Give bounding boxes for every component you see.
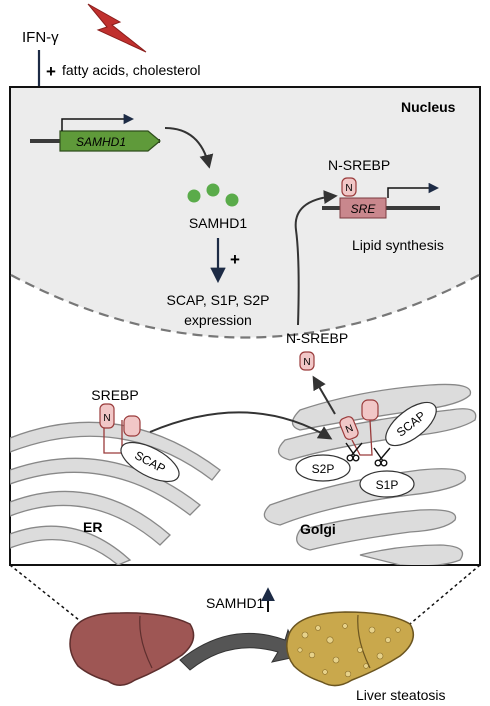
progression-arrow xyxy=(179,628,301,671)
transcription-start-arrow-1 xyxy=(61,113,135,131)
srebp-tether-golgi xyxy=(351,419,373,456)
golgi-label: Golgi xyxy=(300,521,336,537)
samhd1-protein-label: SAMHD1 xyxy=(189,215,248,231)
samhd1-protein-dot xyxy=(225,193,239,207)
scap-er xyxy=(120,441,180,483)
scissors-icon xyxy=(345,442,363,462)
ifn-gamma-label: IFN-γ xyxy=(22,29,59,46)
plus-sign-mid: + xyxy=(230,250,240,269)
samhd1-protein-dot xyxy=(206,183,220,197)
srebp-c-terminal-er xyxy=(123,415,141,437)
sre-label: SRE xyxy=(351,202,377,216)
srebp-label: SREBP xyxy=(91,387,138,403)
er-label: ER xyxy=(83,519,102,535)
n-srebp-golgi xyxy=(339,416,359,440)
release-arrow xyxy=(312,375,336,415)
nuclear-import-arrow xyxy=(294,190,338,326)
normal-liver-icon xyxy=(69,612,195,686)
nsrebp-cytoplasm-label: N-SREBP xyxy=(286,330,348,346)
n-label-bound: N xyxy=(345,183,352,194)
s1p xyxy=(359,470,415,498)
fatty-acids-label: fatty acids, cholesterol xyxy=(62,62,201,78)
er-organelle xyxy=(10,421,221,565)
lipid-synthesis-label: Lipid synthesis xyxy=(352,237,444,253)
expression-curve-arrow xyxy=(164,127,214,169)
transcription-start-arrow-2 xyxy=(387,182,440,198)
liver-steatosis-label: Liver steatosis xyxy=(356,687,445,703)
n-label-released: N xyxy=(303,357,310,368)
nucleus-label: Nucleus xyxy=(401,99,456,115)
sre-element xyxy=(339,197,387,219)
s2p-label: S2P xyxy=(312,462,335,476)
lightning-icon xyxy=(87,3,147,53)
expression-label-line1: SCAP, S1P, S2P xyxy=(167,292,270,308)
srebp-tether xyxy=(103,420,123,454)
n-label-er: N xyxy=(103,413,110,424)
n-srebp-er xyxy=(99,403,115,429)
n-srebp-released xyxy=(299,351,315,371)
samhd1-gene-label: SAMHD1 xyxy=(76,135,126,149)
plus-sign-top: + xyxy=(46,62,56,81)
s1p-label: S1P xyxy=(376,478,399,492)
gene-box-samhd1 xyxy=(59,130,161,152)
srebp-c-terminal-golgi xyxy=(361,399,379,421)
scissors-icon xyxy=(373,447,391,467)
normal-liver-lobe-line xyxy=(139,615,153,669)
zoom-line-left xyxy=(9,564,85,625)
samhd1-bottom-label: SAMHD1 xyxy=(206,595,265,611)
er-to-golgi-arrow xyxy=(149,411,333,440)
fatty-liver-lobe-line xyxy=(357,614,371,669)
n-label-golgi: N xyxy=(344,423,355,436)
nsrebp-nuclear-label: N-SREBP xyxy=(328,157,390,173)
nuclear-membrane xyxy=(10,274,480,339)
samhd1-protein-dot xyxy=(187,189,201,203)
zoom-line-right xyxy=(409,564,481,625)
s2p xyxy=(295,454,351,482)
lipid-droplets xyxy=(297,623,401,678)
expression-label-line2: expression xyxy=(184,312,252,328)
scap-golgi xyxy=(385,401,437,447)
n-srebp-bound xyxy=(341,177,357,197)
